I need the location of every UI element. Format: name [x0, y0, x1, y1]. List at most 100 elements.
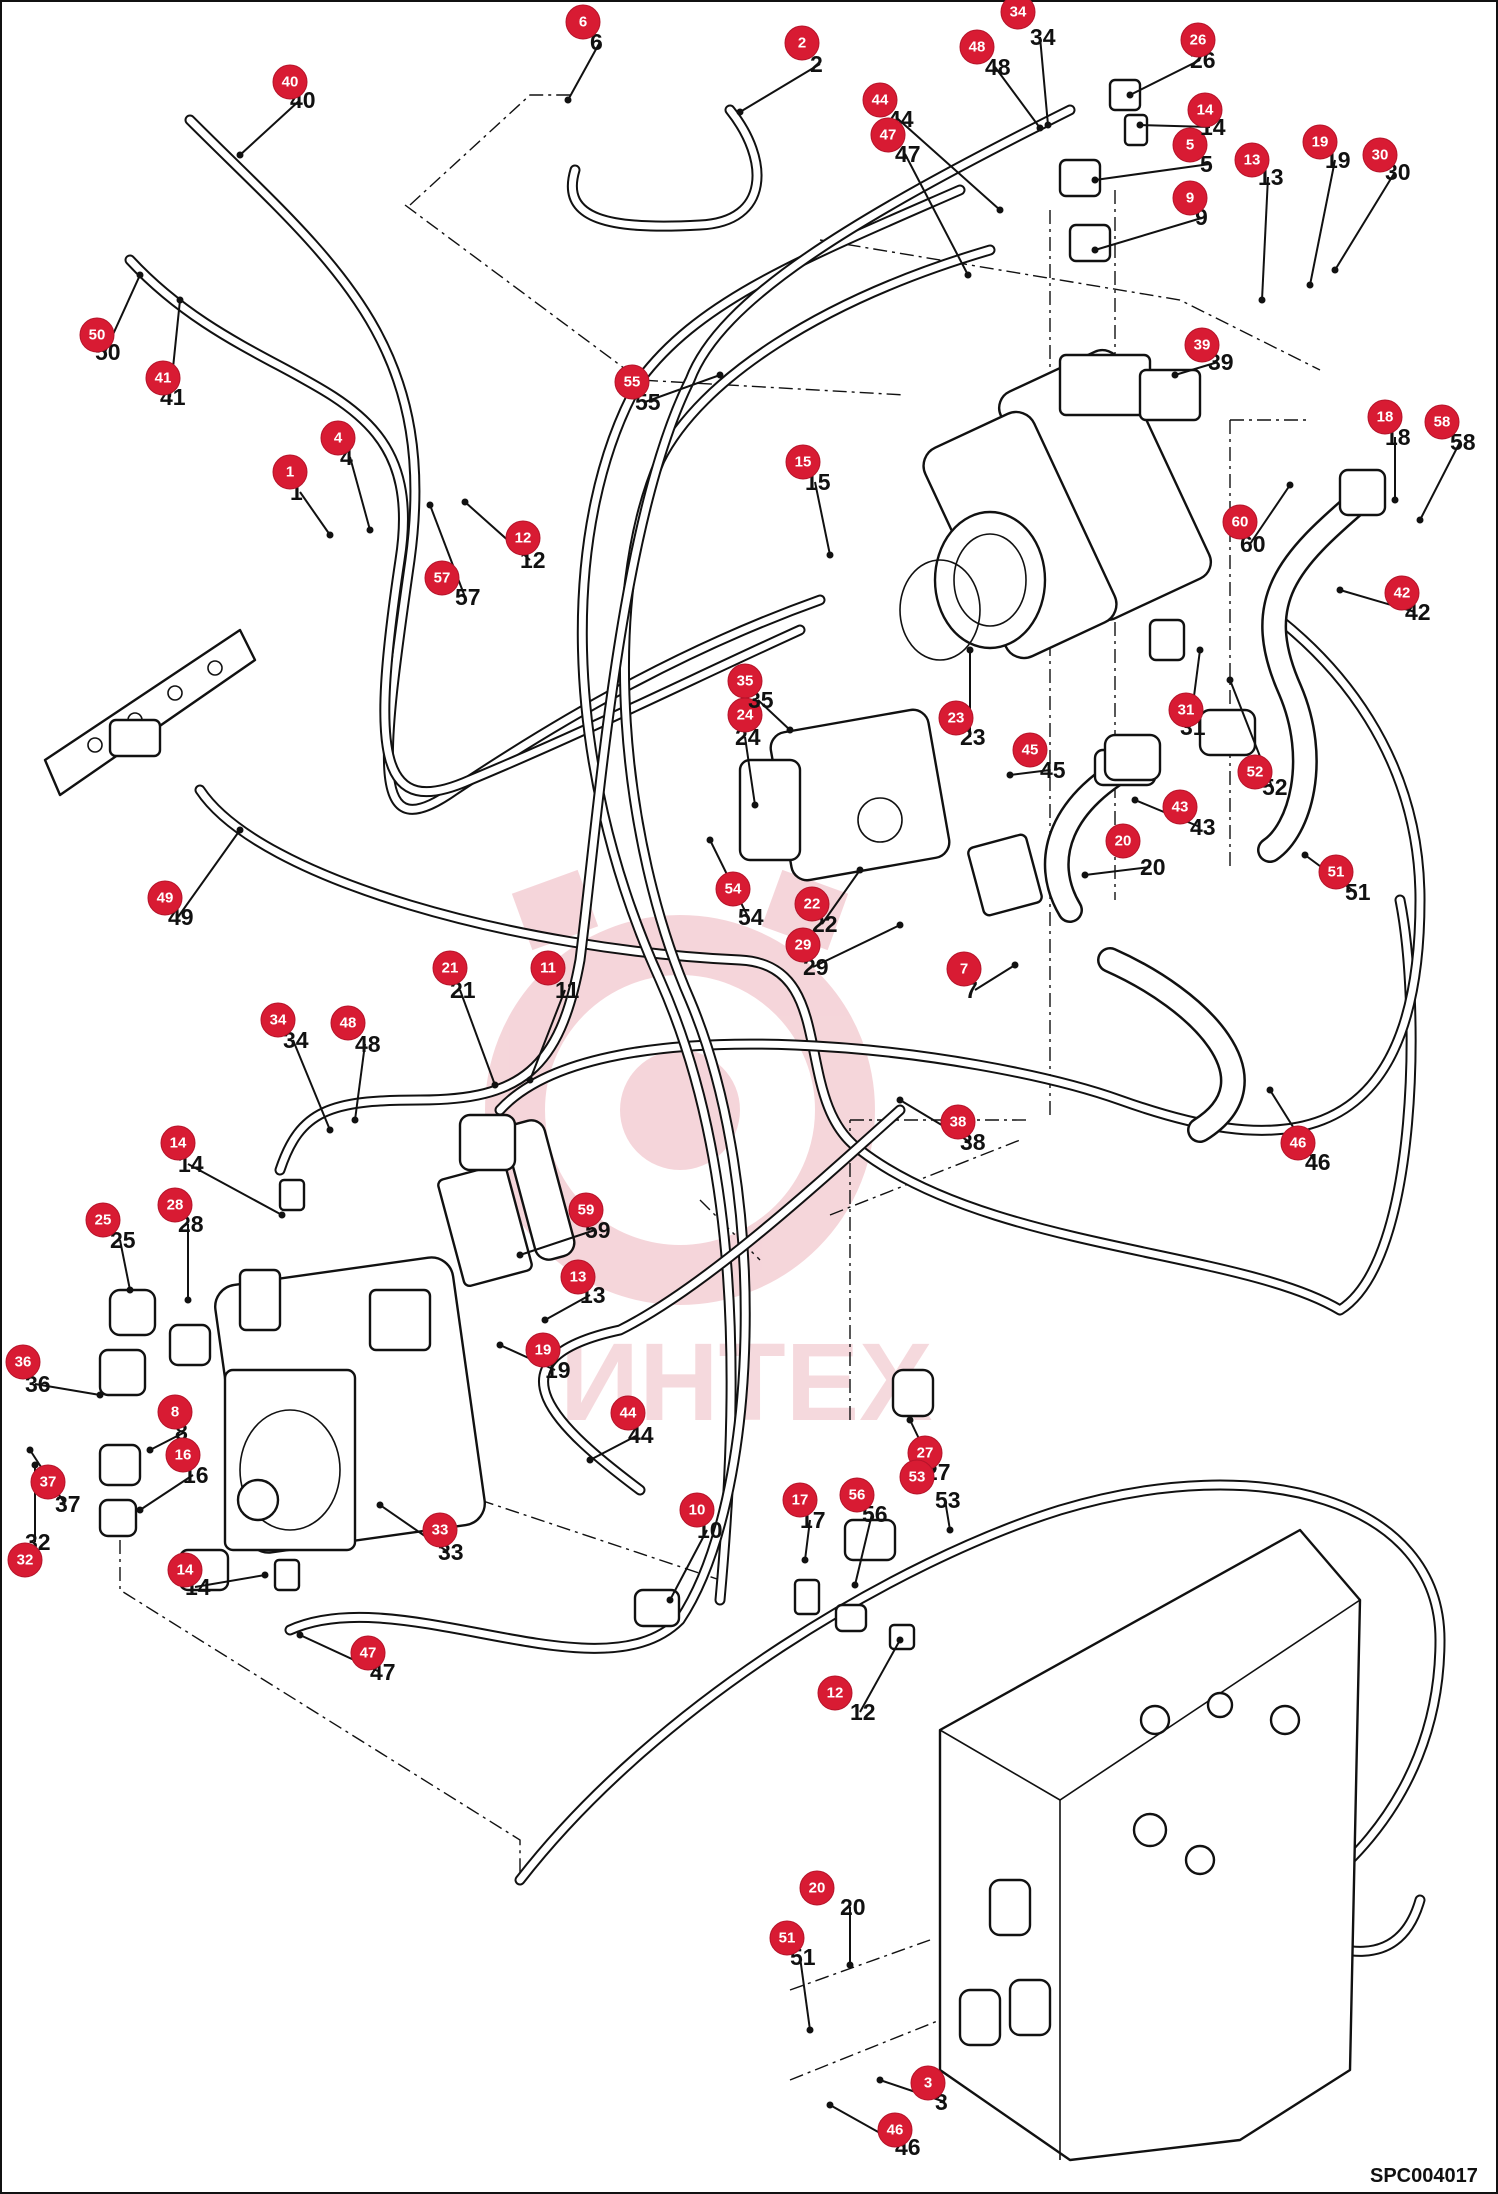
callout-leader — [1309, 159, 1336, 286]
svg-text:19: 19 — [535, 1342, 552, 1359]
svg-text:55: 55 — [624, 374, 641, 391]
callout-badge: 1 — [272, 454, 308, 490]
callout-label: 57 — [455, 584, 481, 610]
callout-leader — [1094, 163, 1211, 181]
callout-badge: 51 — [769, 1920, 805, 1956]
callout-leader-end — [366, 526, 374, 534]
callout-leader — [529, 989, 566, 1081]
callout-leader-end — [806, 2026, 814, 2034]
callout-leader — [1334, 171, 1396, 271]
svg-text:28: 28 — [167, 1197, 184, 1214]
callout-leader — [1261, 176, 1269, 301]
svg-text:47: 47 — [880, 127, 897, 144]
svg-text:14: 14 — [177, 1562, 194, 1579]
svg-text:53: 53 — [909, 1469, 926, 1486]
callout-badge: 34 — [260, 1002, 296, 1038]
svg-text:37: 37 — [40, 1474, 57, 1491]
callout-leader — [349, 456, 371, 531]
svg-text:38: 38 — [950, 1114, 967, 1131]
callout-label: 12 — [850, 1699, 876, 1725]
callout-leader-end — [278, 1211, 286, 1219]
callout-label: 45 — [1040, 757, 1066, 783]
svg-text:5: 5 — [1186, 137, 1194, 154]
callout-badge: 52 — [1237, 754, 1273, 790]
svg-text:57: 57 — [434, 570, 451, 587]
svg-text:15: 15 — [795, 454, 812, 471]
callout-leader-end — [851, 1581, 859, 1589]
callout-leader — [119, 1239, 131, 1291]
callout-leader-end — [1391, 496, 1399, 504]
hoses — [124, 104, 1446, 1957]
svg-text:34: 34 — [1010, 4, 1027, 21]
callout-leader-end — [461, 498, 469, 506]
svg-text:27: 27 — [917, 1445, 934, 1462]
svg-text:26: 26 — [1190, 32, 1207, 49]
callout-leader-end — [296, 1631, 304, 1639]
callout-leader-end — [1091, 246, 1099, 254]
main-pump — [899, 348, 1213, 661]
callout-leader — [1419, 441, 1461, 521]
callout-2: 22 — [736, 25, 823, 116]
callout-badge: 13 — [560, 1259, 596, 1295]
callout-badge: 15 — [785, 444, 821, 480]
svg-text:12: 12 — [515, 530, 532, 547]
callout-leader — [644, 374, 721, 403]
svg-text:23: 23 — [948, 710, 965, 727]
callout-leader-end — [184, 1296, 192, 1304]
callout-badge: 55 — [614, 364, 650, 400]
callout-leader-end — [1131, 796, 1139, 804]
callout-leader-end — [564, 96, 572, 104]
callout-badge: 25 — [85, 1202, 121, 1238]
svg-text:52: 52 — [1247, 764, 1264, 781]
svg-text:48: 48 — [969, 39, 986, 56]
callout-badge: 21 — [432, 950, 468, 986]
callout-leader — [194, 1574, 266, 1588]
callout-badge: 13 — [1234, 142, 1270, 178]
callout-leader — [239, 99, 301, 156]
callout-label: 43 — [1190, 814, 1216, 840]
callout-5: 55 — [1091, 127, 1213, 184]
callout-leader-end — [1336, 586, 1344, 594]
callout-leader-end — [1331, 266, 1339, 274]
callout-badge: 30 — [1362, 137, 1398, 173]
callout-badge: 28 — [157, 1187, 193, 1223]
callout-leader-end — [736, 108, 744, 116]
svg-text:49: 49 — [157, 890, 174, 907]
callout-leader — [519, 1229, 596, 1256]
callout-badge: 3 — [910, 2065, 946, 2101]
callout-leader-end — [964, 271, 972, 279]
drive-motor — [214, 1256, 486, 1554]
callout-leader-end — [126, 1286, 134, 1294]
callout-leader — [814, 481, 831, 556]
callout-badge: 49 — [147, 880, 183, 916]
callout-badge: 17 — [782, 1482, 818, 1518]
callout-badge: 6 — [565, 4, 601, 40]
callout-leader — [1039, 36, 1049, 126]
callout-leader — [1174, 361, 1219, 376]
